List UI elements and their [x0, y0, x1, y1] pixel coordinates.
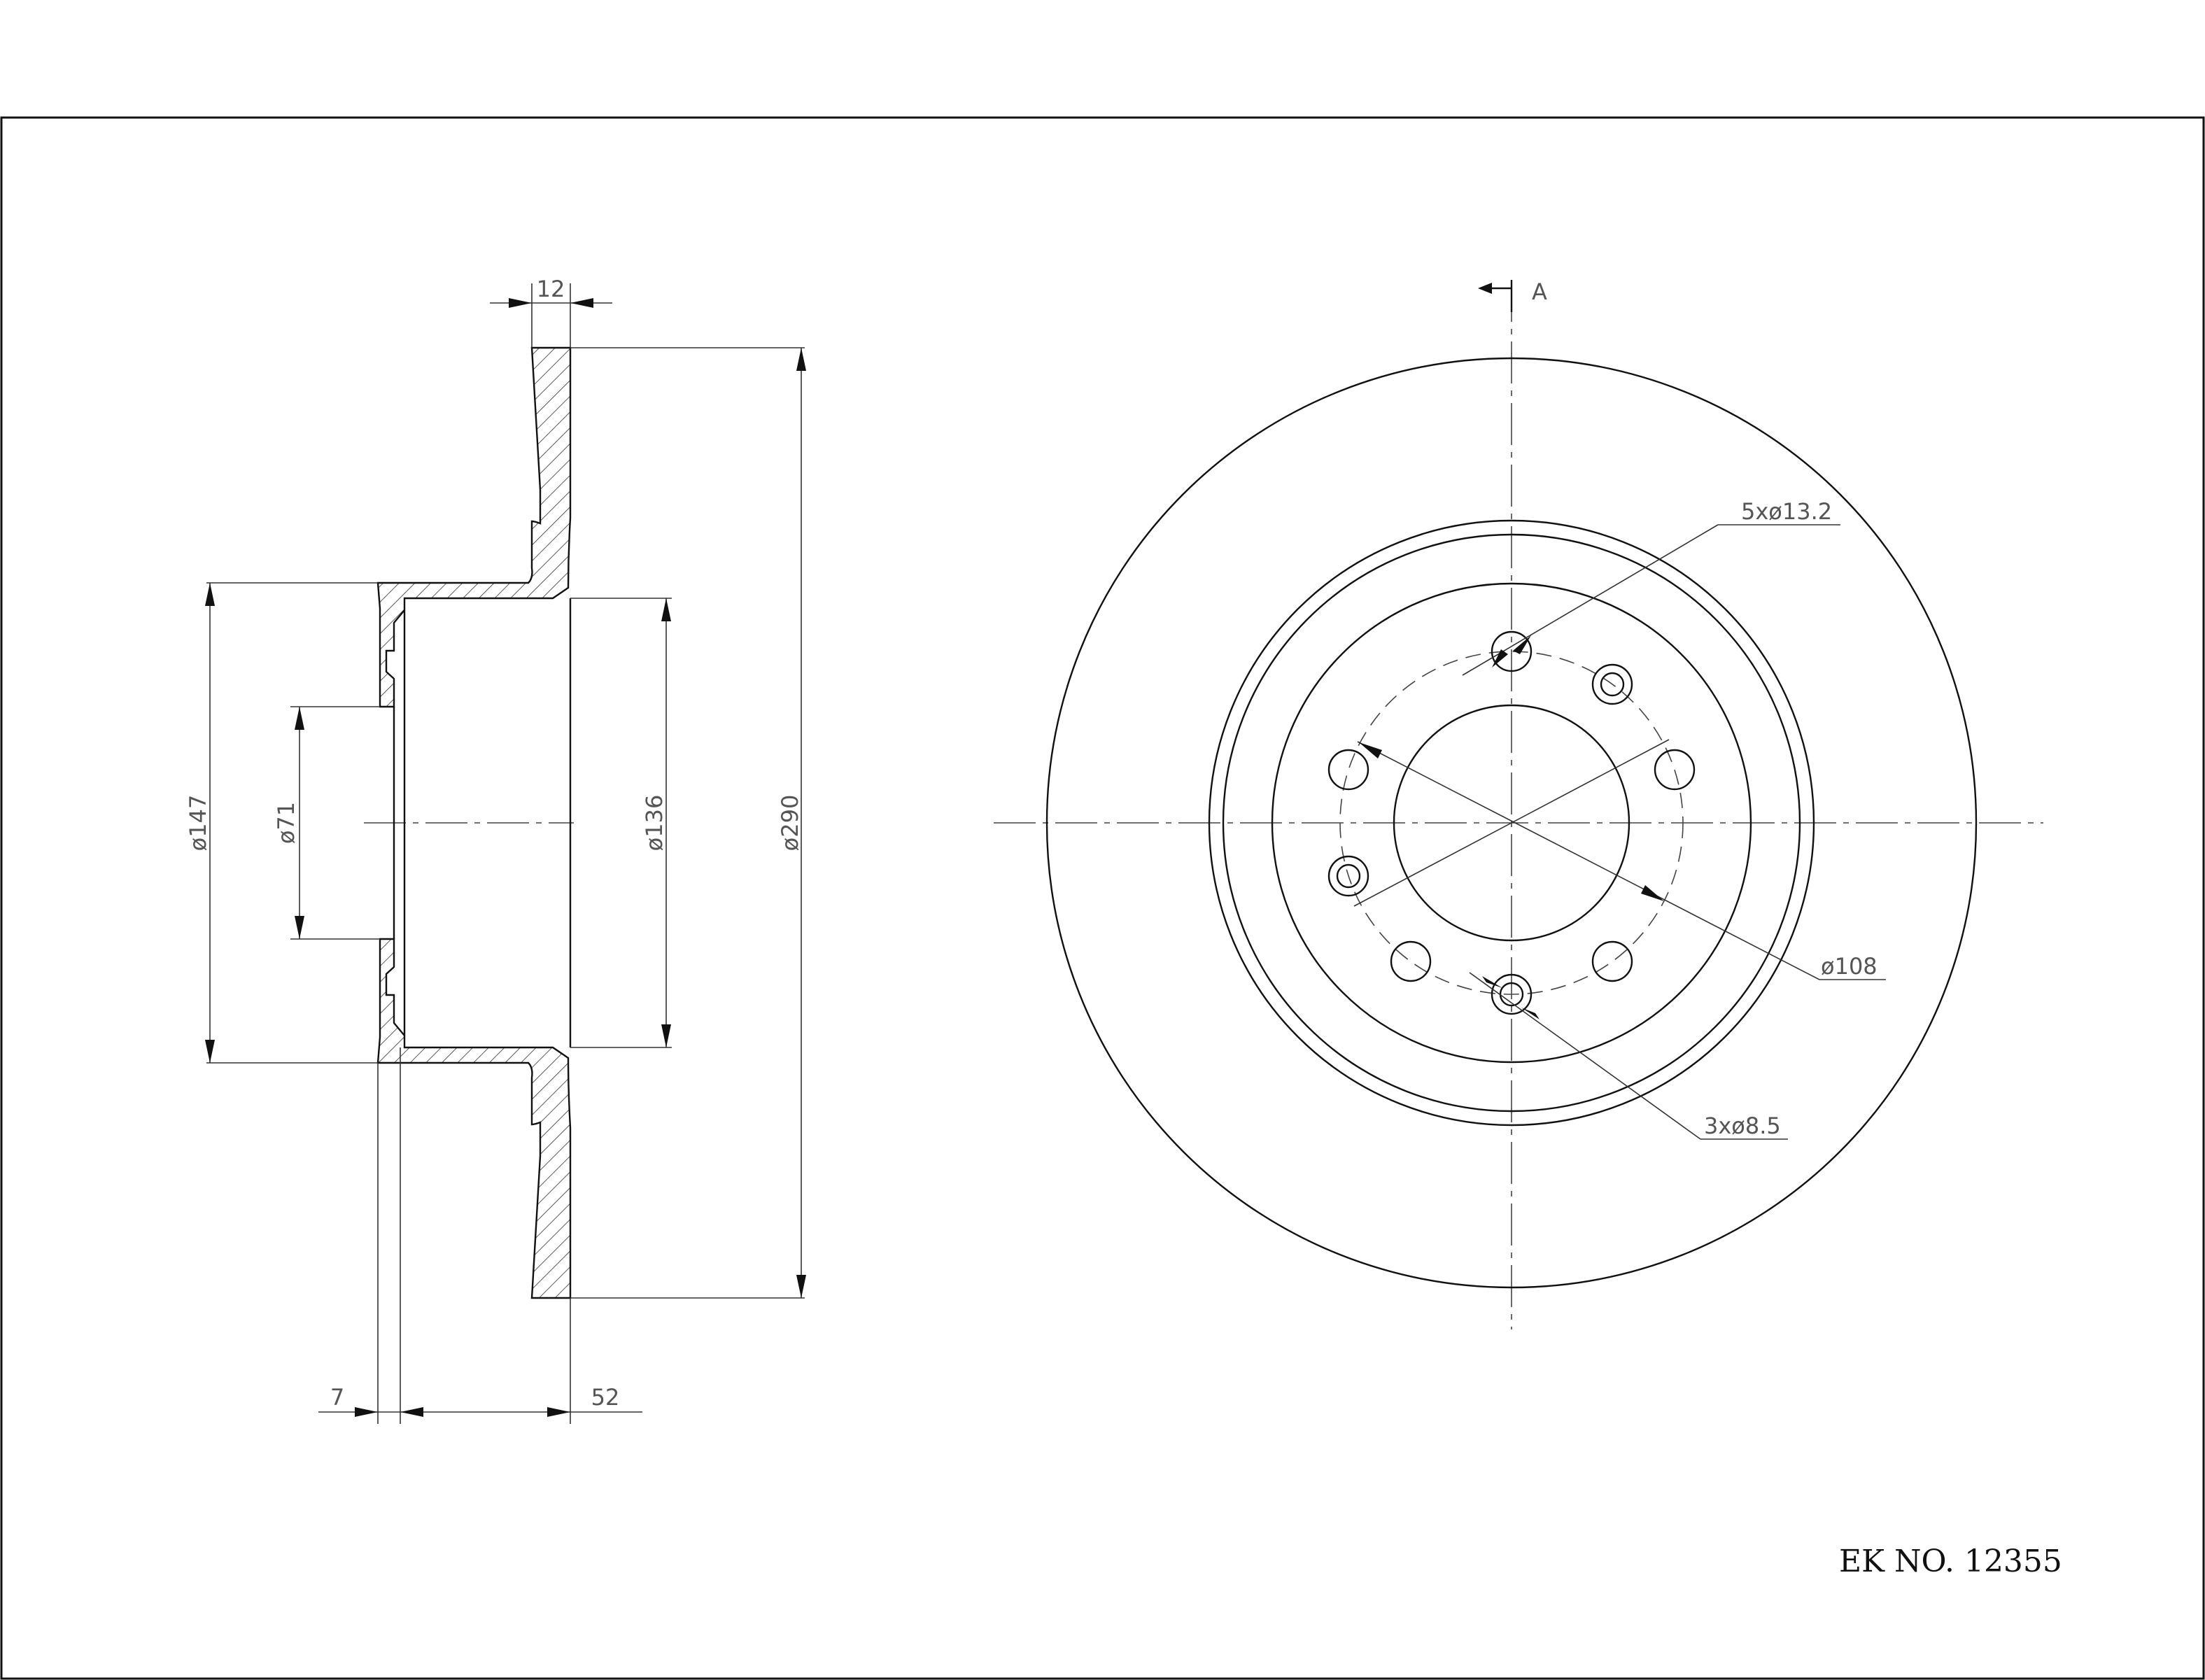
dim-overall-height: 52: [591, 1384, 620, 1411]
small-hole: [1336, 863, 1361, 889]
dim-disc-thickness: 12: [537, 276, 565, 302]
dim-center-bore: ø71: [273, 802, 300, 844]
pitch-circle: [1339, 651, 1684, 995]
outer-disc-circle: [1045, 357, 1978, 1289]
section-marker-a: A: [1532, 278, 1547, 305]
bolt-hole: [1491, 630, 1533, 672]
hub-face-circle: [1271, 582, 1752, 1064]
hat-outer-circle: [1208, 519, 1815, 1127]
dim-hub-inner-diameter: ø136: [641, 795, 668, 852]
dim-hub-outer-diameter: ø147: [185, 795, 211, 852]
label-small-holes: 3xø8.5: [1704, 1113, 1781, 1139]
section-view: ø290 ø136 ø147 ø71 12 7 52: [185, 276, 806, 1424]
bolt-hole: [1591, 940, 1633, 982]
section-profile-upper: [376, 346, 572, 708]
bolt-hole: [1327, 749, 1369, 791]
small-holes: [1327, 663, 1633, 1015]
bolt-holes: [1327, 630, 1696, 982]
hat-outer-circle-2: [1222, 533, 1801, 1113]
part-number: EK NO. 12355: [1839, 1544, 2062, 1579]
bolt-hole: [1390, 940, 1432, 982]
dim-hat-thickness: 7: [330, 1384, 344, 1411]
bolt-hole: [1654, 749, 1696, 791]
drawing-frame: [0, 116, 2205, 1680]
section-profile-lower: [376, 938, 572, 1299]
small-hole: [1600, 672, 1625, 697]
center-bore-circle: [1393, 704, 1630, 942]
dim-overall-diameter: ø290: [777, 795, 803, 852]
label-bolt-holes: 5xø13.2: [1741, 498, 1832, 525]
label-pitch-circle: ø108: [1821, 953, 1878, 980]
front-view: A 5xø13.2: [994, 278, 2043, 1329]
